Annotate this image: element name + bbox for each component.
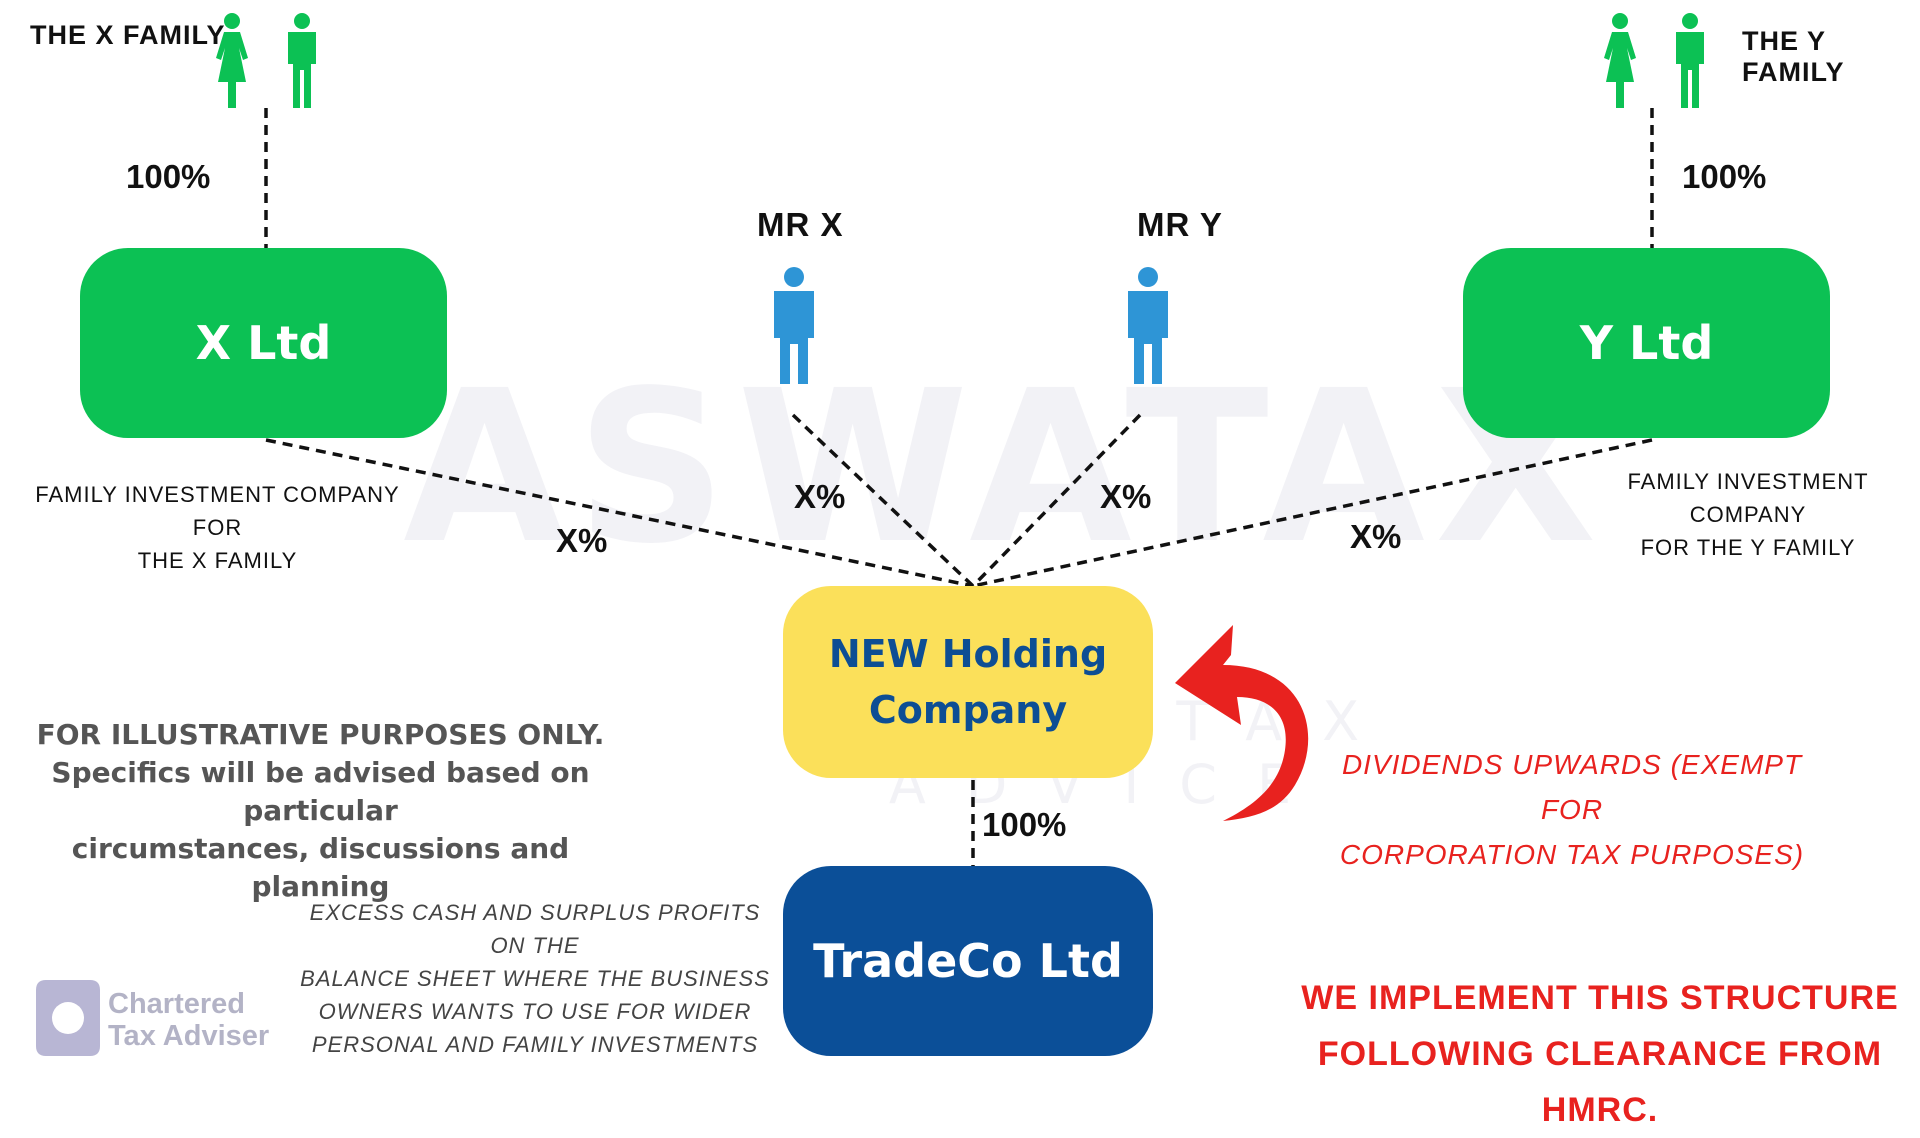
line-mr-y-to-holding [971, 413, 1142, 588]
x-ltd-caption: FAMILY INVESTMENT COMPANY FOR THE X FAMI… [20, 478, 415, 577]
excess-cash-note-line2: BALANCE SHEET WHERE THE BUSINESS [300, 966, 770, 991]
dividends-note: DIVIDENDS UPWARDS (EXEMPT FOR CORPORATIO… [1312, 742, 1832, 877]
y-family-ownership-percent: 100% [1682, 158, 1767, 195]
line-mr-x-to-holding [791, 413, 975, 588]
disclaimer-line2: Specifics will be advised based on parti… [51, 756, 590, 827]
holding-company-name-line2: Company [868, 688, 1068, 732]
holding-company-name-line1: NEW Holding [828, 632, 1108, 676]
implementation-note-line1: WE IMPLEMENT THIS STRUCTURE [1301, 979, 1899, 1017]
y-ltd-caption-line2: FOR THE Y FAMILY [1640, 535, 1856, 560]
holding-to-tradeco-percent: 100% [982, 806, 1067, 843]
connector-lines [264, 108, 1654, 866]
x-ltd-name: X Ltd [195, 316, 332, 370]
excess-cash-note-line3: OWNERS WANTS TO USE FOR WIDER [318, 999, 752, 1024]
male-person-icon [288, 13, 316, 108]
disclaimer-line1: FOR ILLUSTRATIVE PURPOSES ONLY. [36, 718, 605, 751]
female-person-icon [1604, 13, 1636, 108]
x-ltd-box: X Ltd [80, 248, 447, 438]
badge-line1: Chartered [108, 988, 245, 1020]
line-y-ltd-to-holding [972, 438, 1653, 588]
chartered-tax-adviser-logo-icon [36, 980, 100, 1056]
y-family-label: THE Y FAMILY [1742, 26, 1845, 87]
x-family-ownership-percent: 100% [126, 158, 211, 195]
line-x-ltd-to-holding [265, 438, 974, 588]
y-ltd-box: Y Ltd [1463, 248, 1830, 438]
excess-cash-note-line4: PERSONAL AND FAMILY INVESTMENTS [311, 1032, 759, 1057]
male-person-icon [1676, 13, 1704, 108]
chartered-tax-adviser-text: Chartered Tax Adviser [108, 988, 269, 1052]
holding-company-box: NEW Holding Company [783, 586, 1153, 778]
mr-y-to-holding-percent: X% [1100, 478, 1152, 515]
tradeco-name: TradeCo Ltd [813, 934, 1123, 988]
female-person-icon [216, 13, 248, 108]
curved-arrow-icon [1175, 625, 1309, 821]
x-ltd-caption-line2: THE X FAMILY [137, 548, 298, 573]
excess-cash-note: EXCESS CASH AND SURPLUS PROFITS ON THE B… [300, 896, 770, 1061]
mr-x-to-holding-percent: X% [794, 478, 846, 515]
tradeco-box: TradeCo Ltd [783, 866, 1153, 1056]
disclaimer-line3: circumstances, discussions and planning [71, 832, 570, 903]
x-ltd-to-holding-percent: X% [556, 522, 608, 559]
person-icon [1128, 267, 1168, 384]
mr-y-label: MR Y [1137, 206, 1223, 243]
dividends-note-line2: CORPORATION TAX PURPOSES) [1339, 839, 1805, 870]
excess-cash-note-line1: EXCESS CASH AND SURPLUS PROFITS ON THE [309, 900, 761, 958]
person-icon [774, 267, 814, 384]
watermark-brand: ASWATAX [403, 345, 1607, 590]
y-ltd-to-holding-percent: X% [1350, 518, 1402, 555]
badge-line2: Tax Adviser [108, 1020, 270, 1052]
mr-x-label: MR X [757, 206, 844, 243]
implementation-note-line2: FOLLOWING CLEARANCE FROM HMRC. [1317, 1035, 1883, 1129]
disclaimer: FOR ILLUSTRATIVE PURPOSES ONLY. Specific… [8, 716, 633, 906]
dividends-note-line1: DIVIDENDS UPWARDS (EXEMPT FOR [1341, 749, 1803, 825]
y-ltd-caption: FAMILY INVESTMENT COMPANY FOR THE Y FAMI… [1588, 465, 1908, 564]
y-ltd-name: Y Ltd [1579, 316, 1714, 370]
implementation-note: WE IMPLEMENT THIS STRUCTURE FOLLOWING CL… [1290, 970, 1910, 1138]
x-family-label: THE X FAMILY [30, 20, 226, 50]
x-ltd-caption-line1: FAMILY INVESTMENT COMPANY FOR [35, 482, 400, 540]
y-ltd-caption-line1: FAMILY INVESTMENT COMPANY [1627, 469, 1869, 527]
